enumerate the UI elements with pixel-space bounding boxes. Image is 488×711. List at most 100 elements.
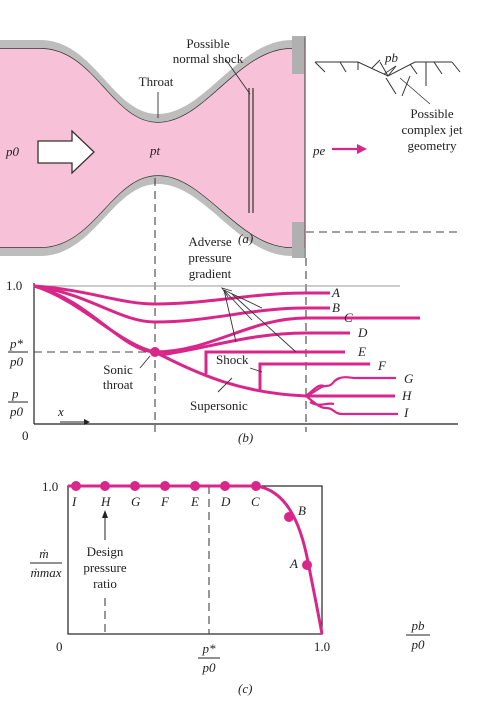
b-y-top-label: 1.0 <box>6 278 22 293</box>
shock-leader <box>225 59 251 95</box>
point-D <box>220 481 230 491</box>
curve-I-wiggle <box>309 401 335 406</box>
sonic-label-line1: Sonic <box>103 362 133 377</box>
point-I <box>71 481 81 491</box>
c-label-D: D <box>220 494 231 509</box>
point-F <box>160 481 170 491</box>
point-H <box>100 481 110 491</box>
point-B <box>284 512 294 522</box>
curve-label-A: A <box>331 285 340 300</box>
flow-region <box>0 48 305 248</box>
c-flow-curve <box>68 484 324 635</box>
b-x-axis-label: x <box>57 404 64 419</box>
p0-label: p0 <box>5 144 20 159</box>
jet-label-line1: Possible <box>410 106 454 121</box>
curve-label-F: F <box>377 358 387 373</box>
c-origin-label: 0 <box>56 639 63 654</box>
lower-wall-band <box>0 176 292 256</box>
c-label-H: H <box>100 494 111 509</box>
curve-label-C: C <box>344 310 353 325</box>
point-A <box>302 560 312 570</box>
b-y-axis-den: p0 <box>9 404 24 419</box>
panel-a-caption: (a) <box>238 231 253 246</box>
panel-c-massflow: I H G F E D C B A 1.0 ṁ ṁmax Design pres… <box>30 479 430 696</box>
adverse-label-line2: pressure <box>188 250 232 265</box>
shock-leaders <box>217 367 263 393</box>
c-label-C: C <box>251 494 260 509</box>
pt-label: pt <box>149 143 161 158</box>
b-pstar-den: p0 <box>9 354 24 369</box>
curve-G-wiggle <box>305 384 325 397</box>
jet-label-line3: geometry <box>407 138 457 153</box>
point-C <box>251 481 261 491</box>
curve-label-G: G <box>404 371 414 386</box>
b-origin-label: 0 <box>22 428 29 443</box>
c-x-mid-den: p0 <box>202 660 217 675</box>
upper-wall-band <box>0 40 292 122</box>
curve-E <box>204 350 345 374</box>
c-label-F: F <box>160 494 170 509</box>
panel-b-pressure: Adverse pressure gradient 1.0 p* p0 Soni… <box>6 234 458 445</box>
curve-D <box>159 331 350 357</box>
b-pstar-num: p* <box>9 336 24 351</box>
exit-flange-bottom <box>292 222 304 258</box>
c-y-axis-num: ṁ <box>39 546 48 561</box>
design-label-line2: pressure <box>83 560 127 575</box>
exit-flange-top <box>292 36 304 74</box>
c-label-E: E <box>190 494 199 509</box>
flow-arrow-icon <box>37 129 95 175</box>
exit-arrow-icon <box>357 144 367 154</box>
design-label-line3: ratio <box>93 576 117 591</box>
c-x-axis-den: p0 <box>411 637 426 652</box>
curve-supersonic <box>154 350 395 398</box>
c-points <box>71 481 312 570</box>
shock-label: Shock <box>216 352 249 367</box>
c-label-G: G <box>131 494 141 509</box>
panel-b-caption: (b) <box>238 430 253 445</box>
c-x-axis-num: pb <box>411 618 426 633</box>
sonic-throat-point <box>150 347 160 357</box>
curve-label-I: I <box>403 405 409 420</box>
panel-c-caption: (c) <box>238 681 252 696</box>
design-label-line1: Design <box>87 544 124 559</box>
adverse-label-line1: Adverse <box>188 234 232 249</box>
curve-G <box>305 376 396 398</box>
sonic-leader <box>139 355 151 369</box>
curve-A <box>33 284 330 306</box>
curve-I <box>305 395 398 416</box>
shock-label-line1: Possible <box>186 36 230 51</box>
adverse-label-line3: gradient <box>189 266 232 281</box>
curve-sonic-decline <box>33 284 156 354</box>
shock-label-line2: normal shock <box>173 51 244 66</box>
jet-label-line2: complex jet <box>401 122 462 137</box>
curve-label-B: B <box>332 300 340 315</box>
c-label-B: B <box>298 503 306 518</box>
curve-B <box>33 284 330 324</box>
c-x-mid-num: p* <box>202 641 217 656</box>
curve-label-D: D <box>357 325 368 340</box>
c-label-I: I <box>71 494 77 509</box>
c-design-arrow-icon <box>102 510 108 518</box>
b-y-axis-num: p <box>11 386 19 401</box>
b-x-arrow-icon <box>84 419 90 425</box>
throat-label: Throat <box>139 74 174 89</box>
c-y-axis-den: ṁmax <box>30 565 61 580</box>
pb-leader <box>383 65 397 75</box>
sonic-label-line2: throat <box>103 377 134 392</box>
panel-a-nozzle: Possible normal shock Throat pb Possible… <box>0 36 463 432</box>
curve-F <box>258 362 370 391</box>
curve-label-E: E <box>357 344 366 359</box>
supersonic-label: Supersonic <box>190 398 248 413</box>
pe-label: pe <box>312 143 326 158</box>
c-x-end-label: 1.0 <box>314 639 330 654</box>
adverse-leaders <box>220 287 297 353</box>
pb-label: pb <box>384 50 399 65</box>
jet-geometry-sketch <box>314 59 461 97</box>
point-E <box>190 481 200 491</box>
c-label-A: A <box>289 556 298 571</box>
curve-label-H: H <box>401 388 412 403</box>
jet-leader <box>399 77 431 105</box>
c-y-top-label: 1.0 <box>42 479 58 494</box>
point-G <box>130 481 140 491</box>
